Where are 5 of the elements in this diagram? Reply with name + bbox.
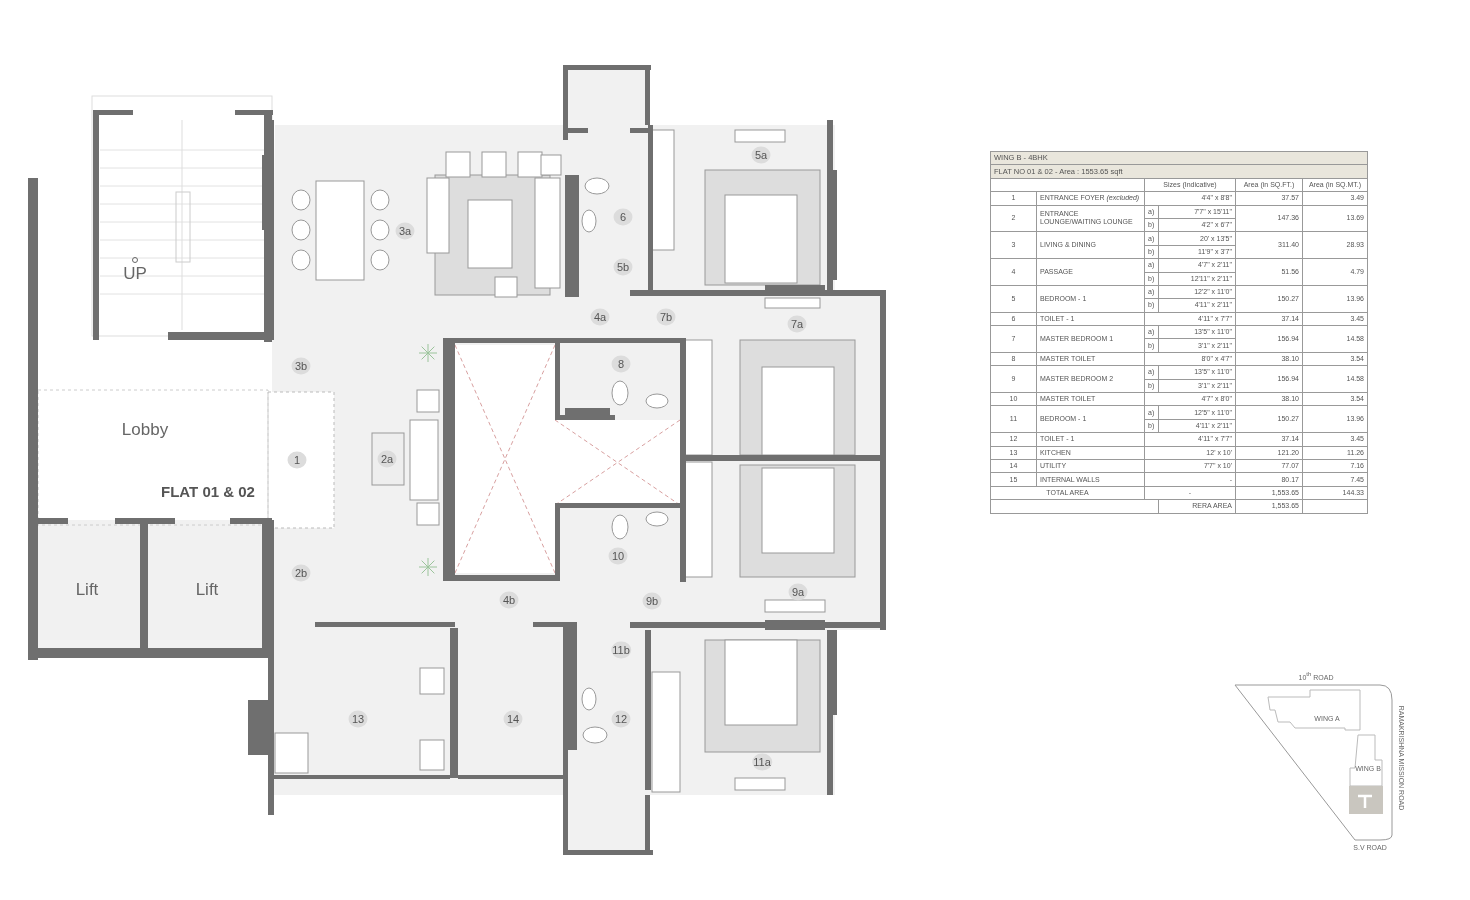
lobby-label: Lobby [121,420,169,440]
flat-label: FLAT 01 & 02 [161,482,255,500]
lift-label: Lift [75,580,99,600]
lift-label: Lift [195,580,219,600]
stair-up-label: UP [123,264,147,284]
